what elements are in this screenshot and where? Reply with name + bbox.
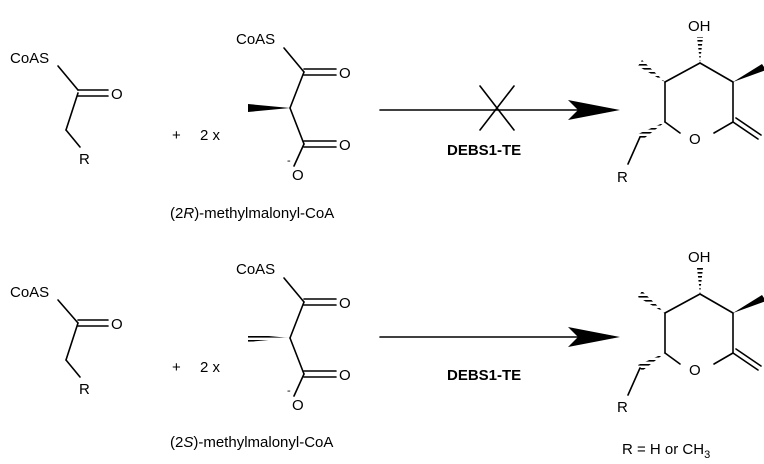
r-group-label: R [617,399,628,416]
hashed-bond-chain [638,353,665,371]
acyl-coa-starter-2: CoAS O R [10,284,123,398]
r-group-label: R [79,151,90,168]
r-group-footnote: R = H or CH3 [622,441,710,461]
reagent-name-2s: (2S)-methylmalonyl-CoA [170,434,333,451]
wedge-bond-methyl [733,295,764,313]
coas-label: CoAS [236,261,275,278]
ring-o-label: O [689,362,701,379]
r-group-label: R [79,381,90,398]
thioester-o-label: O [339,295,351,312]
hashed-bond-methyl [638,60,665,82]
coas-label: CoAS [10,50,49,67]
carbonyl-o-label: O [111,86,123,103]
r-group-label: R [617,169,628,186]
carbonyl-o-label: O [111,316,123,333]
hydroxyl-label: OH [688,18,711,35]
hydroxyl-label: OH [688,249,711,266]
enzyme-label: DEBS1-TE [447,142,521,159]
reaction-arrow-1: DEBS1-TE [379,85,620,159]
thioester-o-label: O [339,65,351,82]
negative-charge: - [287,385,291,397]
plus-sign: + [172,127,181,144]
methylmalonyl-coa-2r: CoAS O O - O (2R)-methylmalonyl-CoA [170,31,351,222]
hashed-bond-oh [697,37,703,63]
multiplier-label: 2 x [200,127,221,144]
plus-sign: + [172,359,181,376]
coas-label: CoAS [10,284,49,301]
hashed-bond-methyl [638,291,665,313]
lactone-product-2: O OH R [617,249,764,416]
hashed-bond-methyl [248,334,290,342]
wedge-bond-methyl [248,104,290,112]
methylmalonyl-coa-2s: CoAS O O - O (2S)-methylmalonyl-CoA [170,261,351,451]
enzyme-label: DEBS1-TE [447,367,521,384]
reaction-1: CoAS O R + 2 x CoAS O O - O ( [10,18,764,222]
carboxylate-o-label: O [339,137,351,154]
carboxylate-o-label: O [339,367,351,384]
lactone-product-1: O OH R [617,18,764,186]
wedge-bond-methyl [733,64,764,82]
reaction-2: CoAS O R + 2 x CoAS O O - O ( [10,249,764,451]
ring-o-label: O [689,131,701,148]
carboxylate-o-minus-label: O [292,167,304,184]
reaction-arrow-2: DEBS1-TE [379,327,620,384]
acyl-coa-starter-1: CoAS O R [10,50,123,168]
hashed-bond-chain [638,122,665,140]
multiplier-label: 2 x [200,359,221,376]
reagent-name-2r: (2R)-methylmalonyl-CoA [170,205,334,222]
carboxylate-o-minus-label: O [292,397,304,414]
coas-label: CoAS [236,31,275,48]
negative-charge: - [287,155,291,167]
hashed-bond-oh [697,268,703,294]
